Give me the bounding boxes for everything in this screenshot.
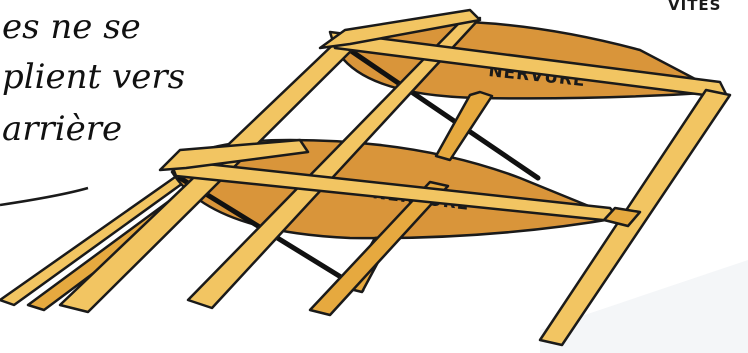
- caption-line-2: plient vers: [2, 57, 185, 97]
- caption-underline: [0, 188, 88, 205]
- caption-line-3: arrière: [2, 109, 122, 149]
- corner-text: VITES: [668, 0, 721, 14]
- caption-line-1: es ne se: [2, 7, 141, 47]
